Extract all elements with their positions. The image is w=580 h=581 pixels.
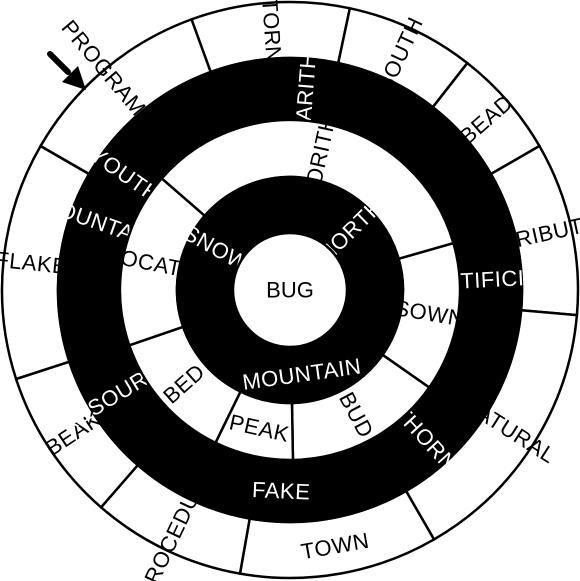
center-hub[interactable] (231, 231, 349, 349)
segment-word: FAKE (252, 477, 311, 505)
arrow-icon (47, 51, 86, 90)
segment-word: TORN (257, 0, 286, 63)
center-word: BUG (266, 278, 314, 303)
